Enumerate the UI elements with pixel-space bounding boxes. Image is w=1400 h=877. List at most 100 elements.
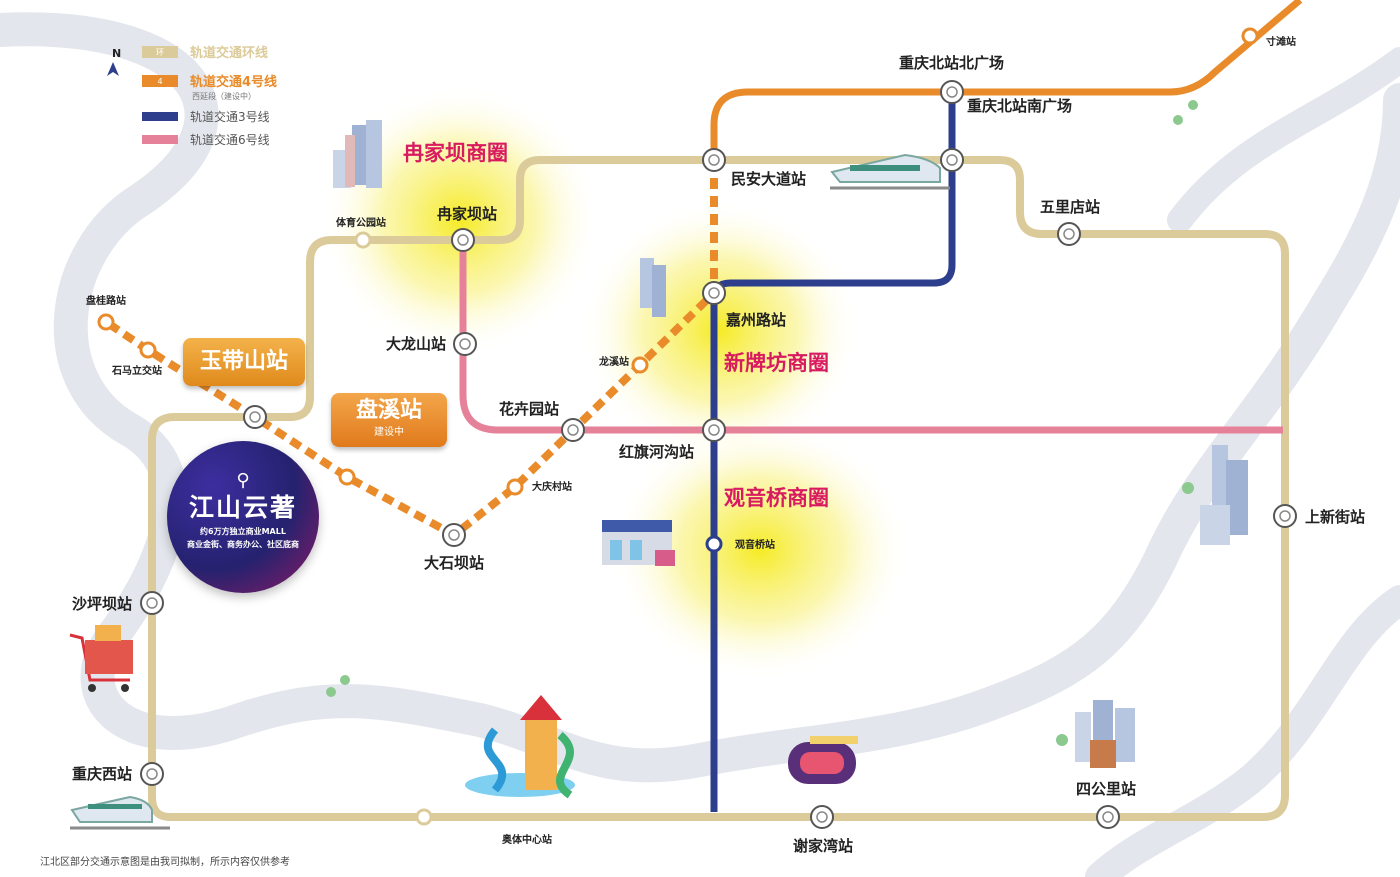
label-guanyinqiao: 观音桥站 — [735, 538, 775, 551]
north-arrow-icon — [107, 62, 119, 76]
project-line-2: 商业金街、商务办公、社区底商 — [187, 540, 299, 549]
label-ranjiaba: 冉家坝站 — [437, 205, 497, 223]
station-marker-north-north[interactable] — [940, 80, 964, 104]
label-tiyu-park: 体育公园站 — [336, 216, 386, 229]
station-marker-ranjiaba[interactable] — [451, 228, 475, 252]
transfer-icon — [946, 154, 958, 166]
transfer-icon — [708, 154, 720, 166]
transfer-icon — [457, 234, 469, 246]
legend-swatch-line6 — [142, 135, 178, 144]
transfer-icon — [1102, 811, 1114, 823]
label-chongqing-north-north: 重庆北站北广场 — [899, 54, 1004, 72]
label-wulidian: 五里店站 — [1040, 198, 1100, 216]
callout-panxi-status: 建设中 — [374, 427, 404, 438]
label-jiazhou-road: 嘉州路站 — [725, 311, 786, 329]
stadium-illustration — [788, 736, 858, 784]
transfer-icon — [567, 424, 579, 436]
station-labels: 寸滩站 重庆北站北广场 重庆北站南广场 民安大道站 五里店站 体育公园站 冉家坝… — [72, 35, 1365, 855]
label-dalongshan: 大龙山站 — [386, 335, 446, 353]
legend-swatch-line4 — [142, 75, 178, 87]
label-cuntan: 寸滩站 — [1266, 35, 1296, 48]
line6 — [459, 240, 1283, 434]
buildings-illustration-sigongli — [1075, 700, 1135, 768]
label-longxi: 龙溪站 — [598, 355, 629, 368]
label-hongqihegou: 红旗河沟站 — [619, 443, 694, 461]
project-name: 江山云著 — [188, 493, 297, 522]
transfer-icon — [249, 411, 261, 423]
callout-panxi-station[interactable]: 盘溪站 建设中 — [331, 393, 447, 447]
label-daqing-village: 大庆村站 — [532, 480, 572, 493]
label-pangui-road: 盘桂路站 — [86, 294, 126, 307]
transfer-icon — [448, 529, 460, 541]
legend-label-line4: 轨道交通4号线 — [190, 74, 277, 90]
location-pin-icon: ⚲ — [236, 470, 250, 491]
footnote: 江北区部分交通示意图是由我司拟制，所示内容仅供参考 — [40, 857, 290, 868]
line4 — [710, 0, 1303, 160]
north-label: N — [112, 47, 121, 60]
transfer-icon — [459, 338, 471, 350]
station-marker-xiejiawan[interactable] — [810, 805, 834, 829]
label-olympic-center: 奥体中心站 — [502, 833, 552, 846]
transfer-icon — [946, 86, 958, 98]
label-chongqing-west: 重庆西站 — [72, 765, 132, 783]
zone-label-xinpaifang: 新牌坊商圈 — [724, 351, 829, 375]
station-marker-minan[interactable] — [702, 148, 726, 172]
station-marker-panxi[interactable] — [338, 468, 356, 486]
label-sigongli: 四公里站 — [1076, 780, 1136, 798]
legend-badge-loop: 环 — [156, 48, 164, 57]
callout-yudaishan-station[interactable]: 玉带山站 — [183, 338, 305, 386]
label-shangxinjie: 上新街站 — [1305, 508, 1365, 526]
transfer-icon — [1063, 228, 1075, 240]
legend-label-line6: 轨道交通6号线 — [190, 132, 270, 147]
waterpark-illustration — [465, 695, 575, 799]
stations — [97, 27, 1297, 829]
legend: N 环 轨道交通环线 4 轨道交通4号线 西延段（建设中） 轨道交通3号线 轨道… — [107, 45, 277, 147]
label-minan-avenue: 民安大道站 — [731, 170, 806, 188]
zone-label-ranjiaba: 冉家坝商圈 — [403, 141, 508, 165]
station-marker-shangxinjie[interactable] — [1273, 504, 1297, 528]
station-marker-hongqihegou[interactable] — [702, 418, 726, 442]
station-marker-longxi[interactable] — [631, 356, 649, 374]
label-chongqing-north-south: 重庆北站南广场 — [967, 97, 1072, 115]
station-marker-jiazhou[interactable] — [702, 281, 726, 305]
station-marker-olympic-center[interactable] — [415, 808, 433, 826]
label-dashiba: 大石坝站 — [424, 554, 484, 572]
station-marker-cuntan[interactable] — [1241, 27, 1259, 45]
station-marker-yudaishan[interactable] — [243, 405, 267, 429]
station-marker-wulidian[interactable] — [1057, 222, 1081, 246]
project-line-1: 约6万方独立商业MALL — [200, 527, 286, 536]
callout-yudaishan-label: 玉带山站 — [199, 349, 288, 374]
station-marker-tiyu-park[interactable] — [354, 231, 372, 249]
glow-guanyinqiao — [610, 420, 910, 680]
loop-line — [148, 156, 1289, 821]
station-marker-shapingba[interactable] — [140, 591, 164, 615]
station-marker-sigongli[interactable] — [1096, 805, 1120, 829]
project-badge[interactable]: ⚲ 江山云著 约6万方独立商业MALL 商业金街、商务办公、社区底商 — [167, 441, 319, 593]
station-marker-north-south[interactable] — [940, 148, 964, 172]
bullet-train-icon — [70, 795, 170, 830]
station-marker-guanyinqiao[interactable] — [705, 535, 723, 553]
station-marker-dalongshan[interactable] — [453, 332, 477, 356]
station-marker-huahuiyuan[interactable] — [561, 418, 585, 442]
buildings-illustration-shangxinjie — [1200, 445, 1248, 545]
transfer-icon — [146, 597, 158, 609]
legend-label-line3: 轨道交通3号线 — [190, 109, 270, 124]
legend-label-loop: 轨道交通环线 — [190, 45, 268, 61]
buildings-illustration-ranjiaba — [333, 120, 382, 188]
legend-sub-line4: 西延段（建设中） — [192, 91, 256, 101]
station-marker-daqing-village[interactable] — [506, 478, 524, 496]
transfer-icon — [146, 768, 158, 780]
station-marker-pangui-road[interactable] — [97, 313, 115, 331]
transfer-icon — [708, 287, 720, 299]
tree-icon — [326, 100, 1198, 746]
transfer-icon — [1279, 510, 1291, 522]
station-marker-shimali[interactable] — [139, 341, 157, 359]
glow-ranjiaba — [320, 85, 600, 355]
legend-badge-line4: 4 — [157, 77, 162, 86]
transfer-icon — [708, 424, 720, 436]
station-marker-chongqing-west[interactable] — [140, 762, 164, 786]
bullet-train-icon — [830, 153, 950, 190]
station-marker-dashiba[interactable] — [442, 523, 466, 547]
